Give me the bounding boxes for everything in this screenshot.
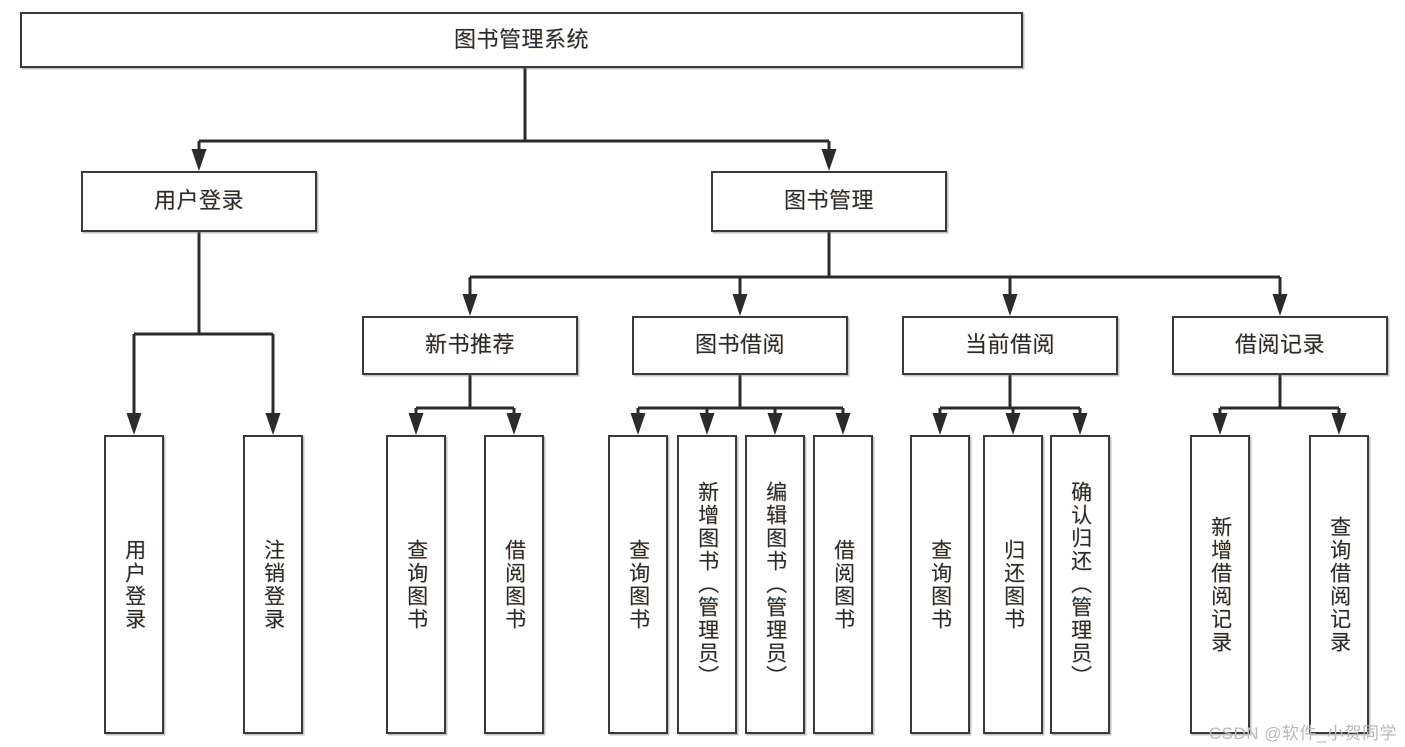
node-root[interactable]: 图书管理系统: [20, 12, 1023, 68]
connector-2-arrow-1-head: [699, 413, 715, 435]
node-level2-2[interactable]: 当前借阅: [902, 316, 1118, 375]
node-level2-3-label: 借阅记录: [1234, 332, 1325, 358]
node-leaf-6[interactable]: 编辑图书（管理员）: [745, 435, 805, 734]
node-leaf-10-label: 确认归还（管理员）: [1068, 481, 1092, 688]
connector-0-arrow-0-head: [126, 413, 142, 435]
connector-4-arrow-1-head: [1331, 413, 1347, 435]
node-leaf-0[interactable]: 用户登录: [104, 435, 164, 734]
node-level2-2-label: 当前借阅: [964, 332, 1055, 358]
node-leaf-7[interactable]: 借阅图书: [813, 435, 873, 734]
node-leaf-0-label: 用户登录: [122, 538, 146, 631]
node-leaf-12[interactable]: 查询借阅记录: [1309, 435, 1369, 734]
connector-0-arrow-1-head: [265, 413, 281, 435]
node-level2-0-label: 新书推荐: [424, 332, 515, 358]
node-leaf-10[interactable]: 确认归还（管理员）: [1050, 435, 1110, 734]
node-leaf-11-label: 新增借阅记录: [1208, 515, 1232, 654]
connector-books-arrow-1-head: [732, 294, 748, 316]
connector-2-arrow-3-head: [835, 413, 851, 435]
node-leaf-4-label: 查询图书: [626, 538, 650, 631]
node-root-label: 图书管理系统: [453, 26, 589, 52]
node-leaf-9-label: 归还图书: [1001, 538, 1025, 631]
connector-root-arrow-1-head: [821, 149, 837, 171]
node-leaf-1[interactable]: 注销登录: [243, 435, 303, 734]
connector-books-arrow-3-head: [1272, 294, 1288, 316]
node-leaf-2[interactable]: 查询图书: [386, 435, 446, 734]
node-leaf-8[interactable]: 查询图书: [910, 435, 970, 734]
node-level2-1-label: 图书借阅: [694, 332, 785, 358]
node-leaf-11[interactable]: 新增借阅记录: [1190, 435, 1250, 734]
node-level1-1[interactable]: 图书管理: [711, 171, 947, 232]
node-level2-0[interactable]: 新书推荐: [362, 316, 578, 375]
node-level2-1[interactable]: 图书借阅: [632, 316, 848, 375]
node-leaf-4[interactable]: 查询图书: [608, 435, 668, 734]
node-leaf-7-label: 借阅图书: [831, 538, 855, 631]
connector-books-arrow-0-head: [462, 294, 478, 316]
connector-3-arrow-1-head: [1005, 413, 1021, 435]
connector-books-arrow-2-head: [1002, 294, 1018, 316]
connector-2-arrow-2-head: [767, 413, 783, 435]
connector-root-arrow-0-head: [191, 149, 207, 171]
node-leaf-9[interactable]: 归还图书: [983, 435, 1043, 734]
node-level1-0-label: 用户登录: [153, 188, 244, 214]
node-leaf-5[interactable]: 新增图书（管理员）: [677, 435, 737, 734]
connector-3-arrow-2-head: [1072, 413, 1088, 435]
connector-2-arrow-0-head: [630, 413, 646, 435]
node-leaf-3[interactable]: 借阅图书: [484, 435, 544, 734]
node-level2-3[interactable]: 借阅记录: [1172, 316, 1388, 375]
node-level1-0[interactable]: 用户登录: [81, 171, 317, 232]
connector-1-arrow-1-head: [506, 413, 522, 435]
connector-3-arrow-0-head: [932, 413, 948, 435]
node-leaf-12-label: 查询借阅记录: [1327, 515, 1351, 654]
node-leaf-6-label: 编辑图书（管理员）: [763, 481, 787, 688]
node-leaf-3-label: 借阅图书: [502, 538, 526, 631]
connector-4-arrow-0-head: [1212, 413, 1228, 435]
node-leaf-2-label: 查询图书: [404, 538, 428, 631]
node-leaf-1-label: 注销登录: [261, 538, 285, 631]
connector-1-arrow-0-head: [408, 413, 424, 435]
node-leaf-5-label: 新增图书（管理员）: [695, 481, 719, 688]
node-level1-1-label: 图书管理: [783, 188, 874, 214]
node-leaf-8-label: 查询图书: [928, 538, 952, 631]
